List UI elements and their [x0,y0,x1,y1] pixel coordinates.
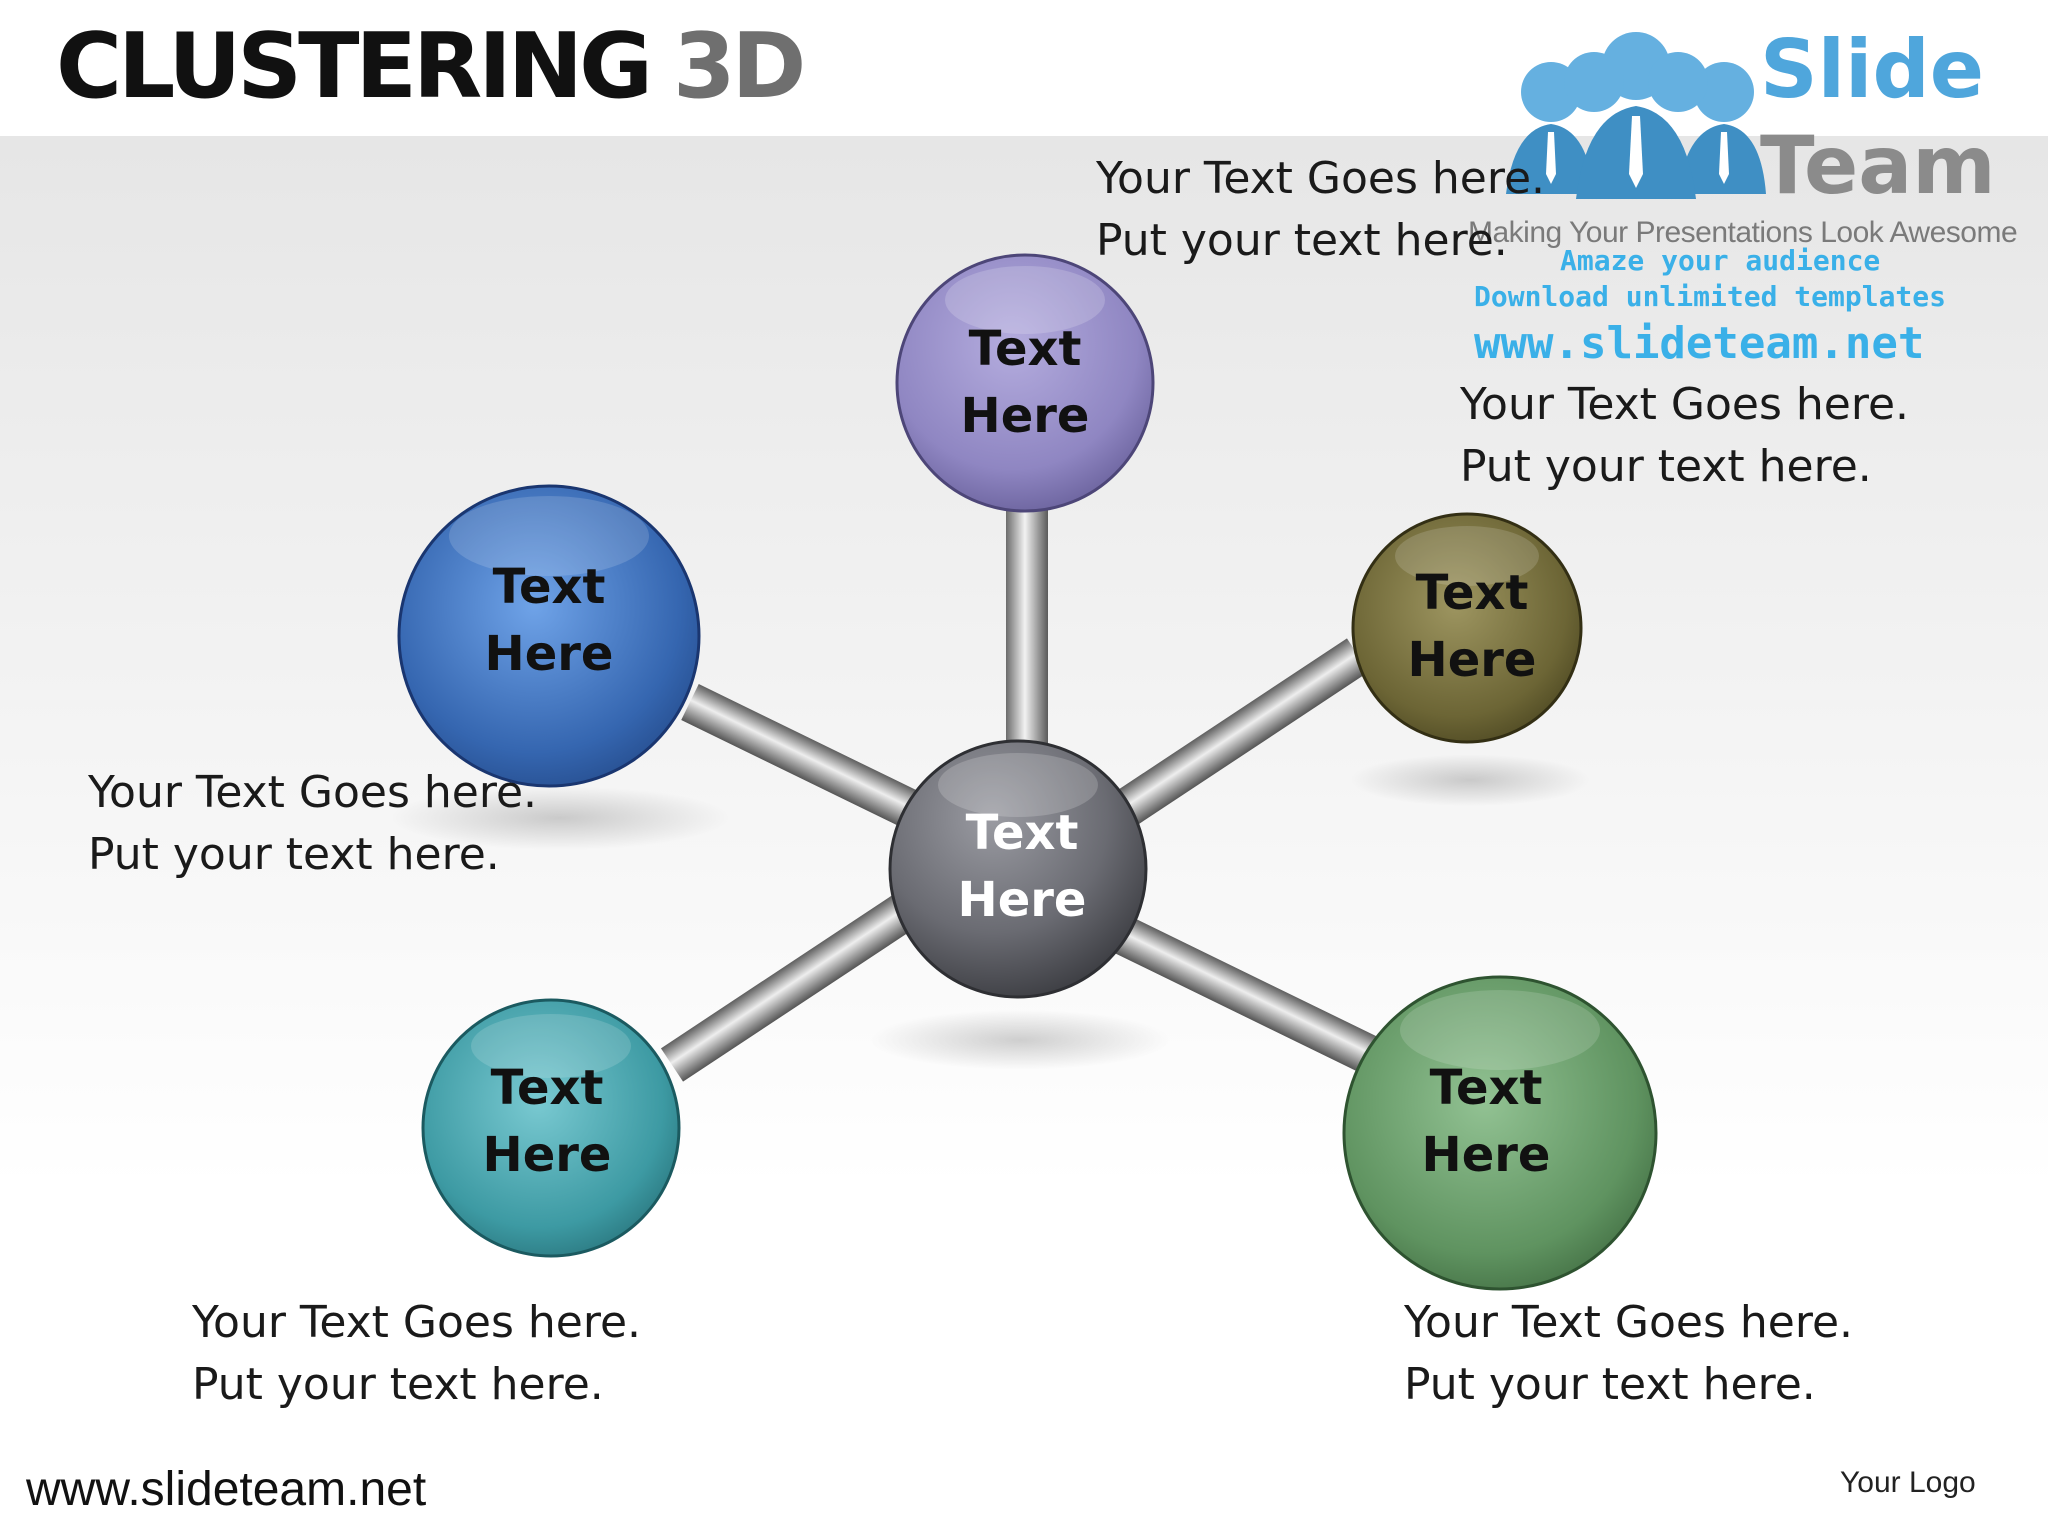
node-center-label-line2: Here [958,872,1087,928]
shadow-left [390,786,730,850]
description-bottom-left: Your Text Goes here. Put your text here. [192,1292,641,1416]
shadow-center [870,1010,1170,1070]
connector-right [1113,638,1370,827]
logo-brand-slide: Slide [1760,23,1984,116]
node-bottom-right[interactable]: Text Here [1342,975,1658,1291]
sphere-bottom-left [421,998,681,1258]
connector-top [1006,486,1048,766]
sphere-top-highlight [945,266,1105,334]
node-center[interactable]: Text Here [888,739,1148,999]
logo-tagline: Making Your Presentations Look Awesome [1468,216,2018,249]
logo-brand-team: Team [1760,119,1996,212]
sphere-right-highlight [1395,526,1539,586]
description-right-line2: Put your text here. [1460,441,1872,492]
connector-bottom-left [660,882,934,1082]
sphere-center-highlight [938,753,1098,817]
title-suffix: 3D [672,14,806,119]
sphere-right [1351,512,1583,744]
connector-bottom-right [1094,907,1409,1088]
node-top-label-line2: Here [961,388,1090,444]
sphere-bottom-right-highlight [1400,990,1600,1070]
description-top-line1: Your Text Goes here. [1096,153,1546,204]
node-bottom-left-label-line1: Text [491,1060,604,1116]
sphere-bottom-right [1342,975,1658,1291]
description-bottom-right-line2: Put your text here. [1404,1359,1816,1410]
description-bottom-right-line1: Your Text Goes here. [1404,1297,1854,1348]
logo-promo-line3: www.slideteam.net [1474,318,1925,369]
connector-left [681,684,951,843]
node-right-label-line1: Text [1416,565,1529,621]
sphere-left-highlight [449,496,649,576]
node-left-label-line2: Here [485,626,614,682]
slideteam-logo: Slide Team Making Your Presentations Loo… [1468,20,2030,370]
node-bottom-left[interactable]: Text Here [421,998,681,1258]
footer-url[interactable]: www.slideteam.net [26,1463,427,1516]
node-left[interactable]: Text Here [397,484,701,788]
description-bottom-left-line1: Your Text Goes here. [192,1297,642,1348]
node-left-label-line1: Text [493,559,606,615]
description-right-line1: Your Text Goes here. [1460,379,1910,430]
sphere-bottom-left-highlight [471,1014,631,1078]
logo-promo-line1: Amaze your audience [1560,244,1881,277]
description-top: Your Text Goes here. Put your text here. [1096,148,1545,272]
description-left: Your Text Goes here. Put your text here. [88,762,537,886]
description-bottom-left-line2: Put your text here. [192,1359,604,1410]
description-top-line2: Put your text here. [1096,215,1508,266]
node-bottom-right-label-line1: Text [1430,1060,1543,1116]
logo-promo-line2: Download unlimited templates [1474,280,1947,313]
sphere-center [888,739,1148,999]
node-right[interactable]: Text Here [1351,512,1583,744]
title-main: CLUSTERING [56,14,653,119]
description-left-line1: Your Text Goes here. [88,767,538,818]
node-right-label-line2: Here [1408,632,1537,688]
sphere-left [397,484,701,788]
team-people-icon [1506,32,1766,199]
footer-logo-placeholder: Your Logo [1840,1466,1976,1499]
description-left-line2: Put your text here. [88,829,500,880]
node-bottom-right-label-line2: Here [1422,1127,1551,1183]
node-top[interactable]: Text Here [895,253,1155,513]
node-center-label-line1: Text [966,805,1079,861]
node-top-label-line1: Text [969,321,1082,377]
description-right: Your Text Goes here. Put your text here. [1460,374,1909,498]
description-bottom-right: Your Text Goes here. Put your text here. [1404,1292,1853,1416]
node-bottom-left-label-line2: Here [483,1127,612,1183]
shadow-right [1350,754,1590,806]
sphere-top [895,253,1155,513]
